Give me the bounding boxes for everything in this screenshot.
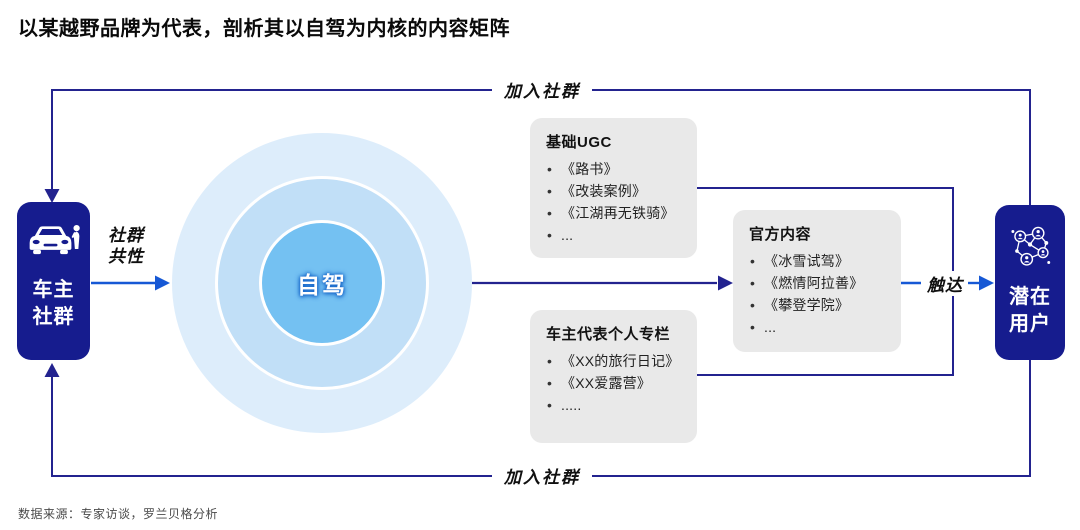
basic-ugc-list: 《路书》 《改装案例》 《江湖再无铁骑》 ... [546, 158, 683, 247]
list-item: 《攀登学院》 [749, 294, 887, 316]
community-commonality-label: 社群 共性 [108, 226, 144, 267]
owner-community-node: 车主 社群 [17, 202, 90, 360]
list-item: 《XX爱露营》 [546, 372, 683, 394]
list-item: 《XX的旅行日记》 [546, 350, 683, 372]
list-item: 《改装案例》 [546, 180, 683, 202]
list-item: 《燃情阿拉善》 [749, 272, 887, 294]
car-with-driver-icon [26, 222, 82, 267]
owner-column-title: 车主代表个人专栏 [546, 326, 671, 343]
page-title: 以某越野品牌为代表，剖析其以自驾为内核的内容矩阵 [18, 18, 510, 40]
list-item: ... [749, 316, 887, 338]
owner-community-label: 车主 社群 [32, 279, 75, 328]
list-item: 《冰雪试驾》 [749, 250, 887, 272]
potential-user-node: 潜在 用户 [995, 205, 1065, 360]
people-network-icon [1007, 225, 1053, 274]
basic-ugc-title: 基础UGC [546, 134, 612, 151]
reach-label: 触达 [922, 271, 968, 296]
owner-column-list: 《XX的旅行日记》 《XX爱露营》 ..... [546, 350, 683, 416]
join-community-bottom-label: 加入社群 [492, 463, 592, 488]
owner-column-box: 车主代表个人专栏 《XX的旅行日记》 《XX爱露营》 ..... [530, 310, 697, 443]
potential-user-label: 潜在 用户 [1009, 286, 1051, 335]
data-source-note: 数据来源：专家访谈，罗兰贝格分析 [18, 507, 219, 521]
list-item: 《江湖再无铁骑》 [546, 202, 683, 224]
official-content-box: 官方内容 《冰雪试驾》 《燃情阿拉善》 《攀登学院》 ... [733, 210, 901, 352]
list-item: ... [546, 224, 683, 246]
basic-ugc-box: 基础UGC 《路书》 《改装案例》 《江湖再无铁骑》 ... [530, 118, 697, 258]
official-content-title: 官方内容 [749, 226, 812, 243]
list-item: ..... [546, 394, 683, 416]
official-content-list: 《冰雪试驾》 《燃情阿拉善》 《攀登学院》 ... [749, 250, 887, 339]
list-item: 《路书》 [546, 158, 683, 180]
join-community-top-label: 加入社群 [492, 77, 592, 102]
core-label: 自驾 [297, 272, 347, 298]
core-circle-inner: 自驾 [259, 220, 385, 346]
